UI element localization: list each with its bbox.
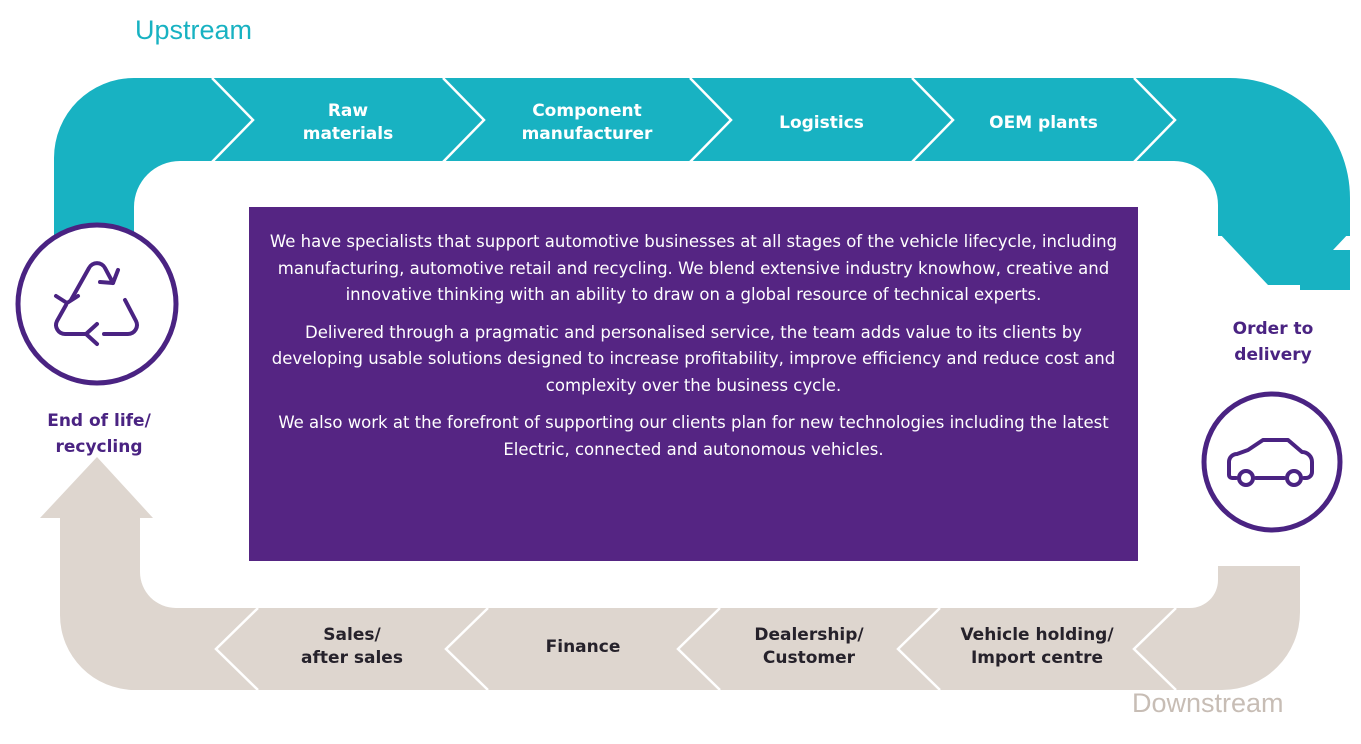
upstream-arrowhead	[1218, 232, 1350, 285]
upstream-heading: Upstream	[135, 15, 253, 45]
recycle-icon	[54, 261, 139, 346]
upstream-chevrons	[211, 77, 1177, 163]
step-sales-after-sales: Sales/ after sales	[301, 625, 403, 668]
step-vehicle-holding: Vehicle holding/ Import centre	[960, 625, 1114, 668]
panel-paragraph-2: Delivered through a pragmatic and person…	[271, 322, 1116, 395]
step-component-manufacturer: Component manufacturer	[521, 101, 653, 144]
end-of-life-label: End of life/ recycling	[47, 411, 151, 457]
upstream-band	[54, 78, 1350, 290]
downstream-band	[40, 457, 1300, 690]
car-icon	[1227, 438, 1314, 487]
downstream-chevrons	[214, 607, 1177, 691]
step-raw-materials: Raw materials	[302, 101, 394, 144]
car-badge	[1201, 391, 1343, 533]
step-oem-plants: OEM plants	[989, 112, 1098, 133]
step-finance: Finance	[545, 636, 621, 657]
step-dealership-customer: Dealership/ Customer	[754, 625, 864, 668]
panel-paragraph-3: We also work at the forefront of support…	[278, 413, 1109, 459]
step-logistics: Logistics	[779, 112, 864, 133]
recycle-badge	[15, 222, 179, 386]
order-to-delivery-label: Order to delivery	[1232, 319, 1314, 365]
description-panel: We have specialists that support automot…	[249, 207, 1138, 561]
downstream-heading: Downstream	[1132, 688, 1284, 718]
panel-paragraph-1: We have specialists that support automot…	[269, 232, 1118, 304]
